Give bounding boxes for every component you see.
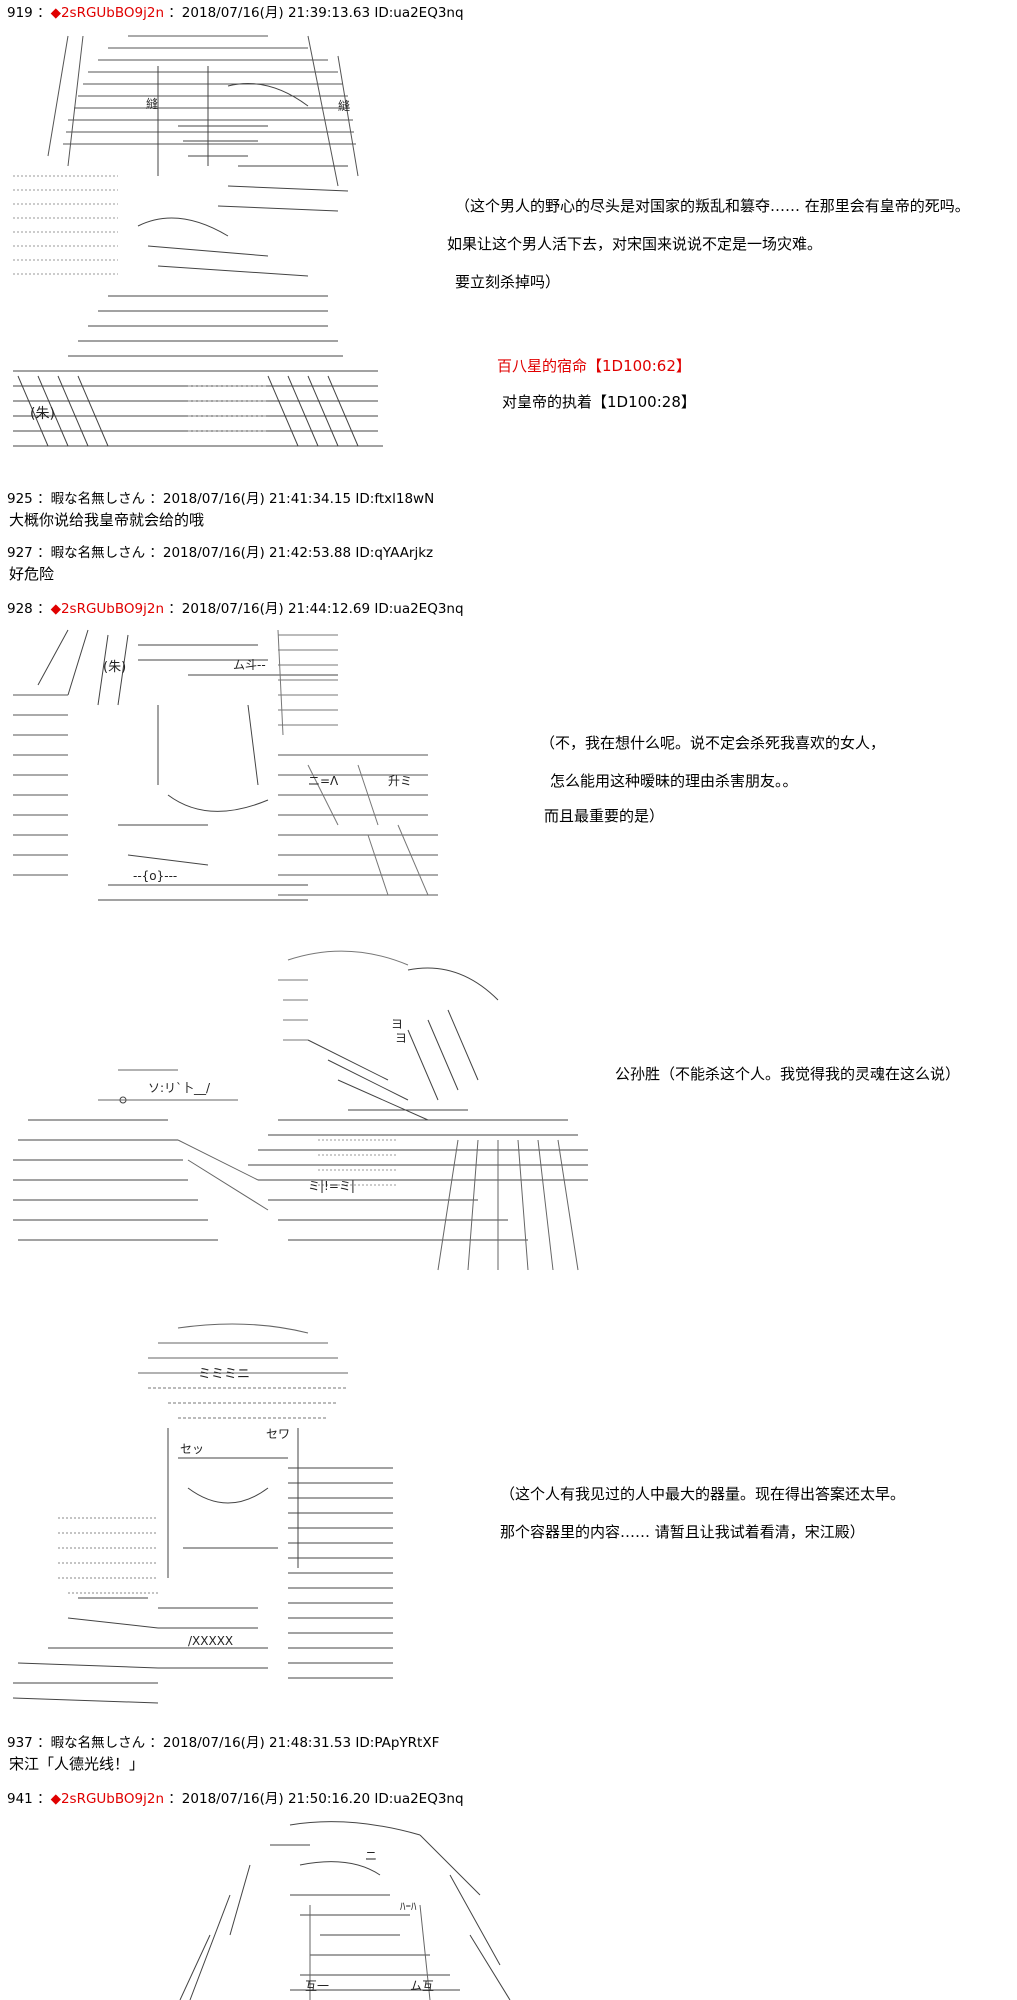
post-body-937: 宋江「人德光线！」: [9, 1755, 145, 1773]
ascii-art-portrait-4: ニ ﾊｰﾊ 互一 ム互: [150, 1815, 550, 2000]
dialogue-line: 公孙胜（不能杀这个人。我觉得我的灵魂在这么说）: [615, 1065, 961, 1083]
ascii-art-gongsunsheng: ヨ ヨ ソ:リ`卜__/ ミ|!=ミ|: [8, 940, 593, 1280]
post-body-925: 大概你说给我皇帝就会给的哦: [9, 511, 205, 529]
separator: ：: [32, 491, 51, 507]
post-header-919: 919 ：◆2sRGUbBO9j2n ：2018/07/16(月) 21:39:…: [7, 4, 464, 22]
svg-text:ニ=Λ: ニ=Λ: [308, 774, 339, 788]
separator: ：: [32, 601, 51, 617]
aa-left-side: [13, 694, 68, 876]
aa-face: [290, 1861, 460, 2000]
separator: ：: [32, 5, 51, 21]
dice-roll-emperor: 对皇帝的执着【1D100:28】: [502, 393, 696, 411]
aa-hand: [12, 1597, 268, 1704]
dialogue-line: 而且最重要的是）: [544, 807, 665, 825]
aa-right-side: [278, 754, 438, 896]
svg-text:セッ: セッ: [180, 1442, 204, 1456]
aa-hat: [138, 1323, 348, 1419]
aa-face: [98, 704, 308, 901]
aa-left-figure: [13, 1069, 269, 1241]
post-header-937: 937 ：暇な名無しさん ：2018/07/16(月) 21:48:31.53 …: [7, 1734, 439, 1752]
svg-text:縫: 縫: [338, 98, 350, 113]
post-header-927: 927 ：暇な名無しさん ：2018/07/16(月) 21:42:53.88 …: [7, 544, 433, 562]
post-meta: ：2018/07/16(月) 21:50:16.20 ID:ua2EQ3nq: [164, 1791, 464, 1807]
dice-roll-fate: 百八星的宿命【1D100:62】: [497, 357, 691, 375]
separator: ：: [32, 545, 51, 561]
svg-text:ニ: ニ: [365, 1849, 377, 1863]
aa-hair: [179, 1821, 511, 2000]
svg-text:ヨ: ヨ: [391, 1017, 403, 1031]
svg-text:ﾊｰﾊ: ﾊｰﾊ: [400, 1900, 417, 1913]
svg-text:ム互: ム互: [410, 1979, 434, 1993]
aa-hatch: [188, 385, 268, 432]
dialogue-line: （不，我在想什么呢。说不定会杀死我喜欢的女人，: [540, 734, 886, 752]
svg-text:(朱): (朱): [103, 660, 126, 675]
dialogue-line: （这个人有我见过的人中最大的器量。现在得出答案还太早。: [500, 1485, 906, 1503]
aa-hatch: [318, 1139, 398, 1186]
svg-text:ヨ: ヨ: [395, 1031, 407, 1045]
post-meta: ：2018/07/16(月) 21:39:13.63 ID:ua2EQ3nq: [164, 5, 464, 21]
aa-hair: [37, 629, 338, 736]
author-trip[interactable]: ◆2sRGUbBO9j2n: [50, 1791, 165, 1807]
svg-text:--{o}-‐‐: --{o}-‐‐: [133, 869, 177, 883]
author-name: 暇な名無しさん: [50, 545, 146, 561]
post-meta: ：2018/07/16(月) 21:41:34.15 ID:ftxl18wN: [145, 491, 435, 507]
ascii-art-songjiang-1: (朱) 縫 縫: [8, 26, 388, 471]
dialogue-line: （这个男人的野心的尽头是对国家的叛乱和篡夺…… 在那里会有皇帝的死吗。: [455, 197, 970, 215]
post-number: 941: [7, 1791, 33, 1807]
svg-text:ミミミニ: ミミミニ: [198, 1367, 250, 1382]
post-number: 928: [7, 601, 33, 617]
ascii-art-portrait-3: ミミミニ セッ セワ /XXXXX: [8, 1318, 408, 1723]
aa-left-dotted: [13, 175, 118, 275]
svg-text:セワ: セワ: [266, 1427, 290, 1441]
post-number: 927: [7, 545, 33, 561]
aa-head: [278, 950, 499, 1121]
post-meta: ：2018/07/16(月) 21:44:12.69 ID:ua2EQ3nq: [164, 601, 464, 617]
separator: ：: [32, 1735, 51, 1751]
svg-text:縫: 縫: [146, 96, 158, 111]
ascii-art-songjiang-2: (朱) ム斗-‐ ニ=Λ 升ミ --{o}-‐‐: [8, 625, 458, 910]
post-number: 925: [7, 491, 33, 507]
author-trip[interactable]: ◆2sRGUbBO9j2n: [50, 5, 165, 21]
author-name: 暇な名無しさん: [50, 1735, 146, 1751]
dialogue-line: 如果让这个男人活下去，对宋国来说说不定是一场灾难。: [447, 235, 823, 253]
post-number: 937: [7, 1735, 33, 1751]
svg-text:升ミ: 升ミ: [388, 774, 412, 788]
aa-shoulder-right: [288, 1467, 393, 1679]
aa-hair-lines: [47, 35, 359, 187]
post-meta: ：2018/07/16(月) 21:42:53.88 ID:qYAArjkz: [145, 545, 434, 561]
svg-text:ム斗-‐: ム斗-‐: [233, 658, 266, 672]
separator: ：: [32, 1791, 51, 1807]
author-trip[interactable]: ◆2sRGUbBO9j2n: [50, 601, 165, 617]
post-number: 919: [7, 5, 33, 21]
svg-text:(朱): (朱): [30, 406, 55, 422]
post-header-925: 925 ：暇な名無しさん ：2018/07/16(月) 21:41:34.15 …: [7, 490, 434, 508]
post-header-928: 928 ：◆2sRGUbBO9j2n ：2018/07/16(月) 21:44:…: [7, 600, 464, 618]
dialogue-line: 那个容器里的内容…… 请暂且让我试着看清，宋江殿）: [500, 1523, 865, 1541]
aa-face: [137, 66, 349, 277]
post-meta: ：2018/07/16(月) 21:48:31.53 ID:PApYRtXF: [145, 1735, 440, 1751]
svg-text:/XXXXX: /XXXXX: [188, 1634, 233, 1648]
svg-text:互一: 互一: [305, 1979, 329, 1993]
post-body-927: 好危险: [9, 565, 55, 583]
aa-body: [13, 295, 383, 447]
dialogue-line: 要立刻杀掉吗）: [455, 273, 561, 291]
post-header-941: 941 ：◆2sRGUbBO9j2n ：2018/07/16(月) 21:50:…: [7, 1790, 464, 1808]
aa-shoulder-left: [58, 1517, 158, 1594]
dialogue-line: 怎么能用这种暧昧的理由杀害朋友。。: [550, 772, 798, 790]
aa-robe: [248, 1119, 588, 1271]
author-name: 暇な名無しさん: [50, 491, 146, 507]
svg-text:ミ|!=ミ|: ミ|!=ミ|: [308, 1179, 355, 1193]
svg-text:ソ:リ`卜__/: ソ:リ`卜__/: [148, 1081, 211, 1095]
